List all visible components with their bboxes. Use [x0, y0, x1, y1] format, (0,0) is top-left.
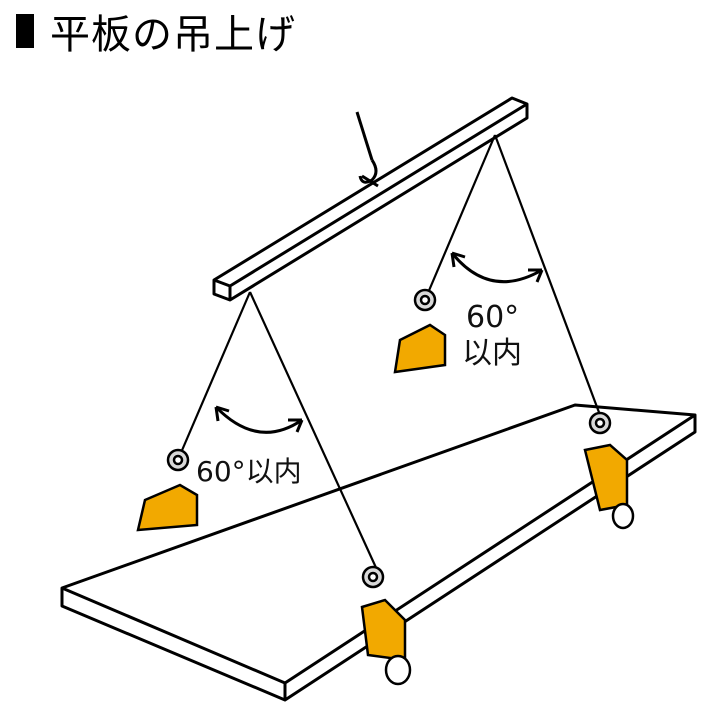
title-marker [16, 14, 34, 48]
plate-clamp-back-right [583, 411, 635, 530]
plate-clamp-back-left [393, 288, 447, 374]
right-angle-value: 60° [466, 300, 520, 335]
title: 平板の吊上げ [16, 6, 296, 58]
lifting-beam [212, 96, 529, 302]
title-text: 平板の吊上げ [50, 12, 296, 58]
plate-clamp-front-right [360, 565, 412, 686]
right-angle-suffix: 以内 [462, 336, 522, 371]
angle-arc-left [214, 405, 304, 434]
angle-arc-right [450, 251, 544, 284]
wire-slings [178, 134, 602, 573]
hook-icon [355, 111, 379, 188]
left-angle-label: 60°以内 [196, 455, 302, 488]
plate-clamp-front-left [136, 448, 199, 532]
